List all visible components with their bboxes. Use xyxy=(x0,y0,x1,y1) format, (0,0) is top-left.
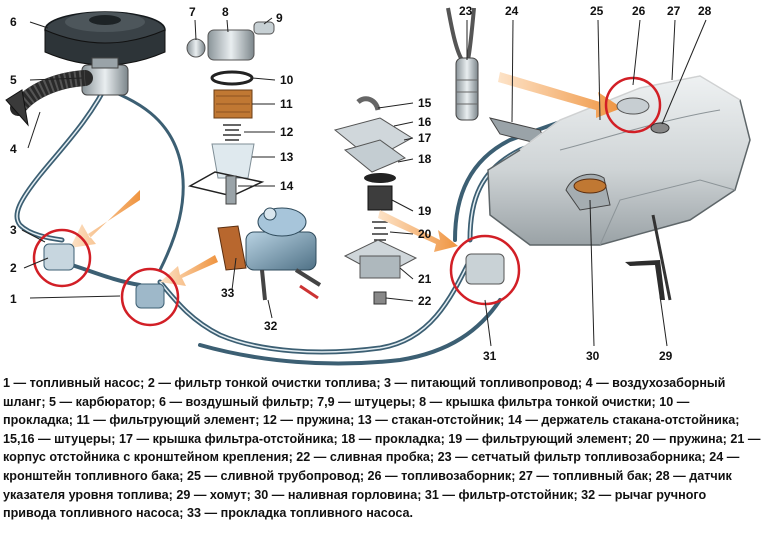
callout-1: 1 xyxy=(10,292,17,306)
callout-22: 22 xyxy=(418,294,432,308)
fine-fuel-filter-exploded xyxy=(186,21,275,205)
air-intake-hose xyxy=(5,70,93,127)
callout-5: 5 xyxy=(10,73,17,87)
callout-9: 9 xyxy=(276,11,283,25)
callout-29: 29 xyxy=(659,349,673,363)
callout-4: 4 xyxy=(10,142,17,156)
callout-27: 27 xyxy=(667,4,681,18)
filler-neck xyxy=(565,173,611,211)
parts-legend-caption: 1 — топливный насос; 2 — фильтр тонкой о… xyxy=(3,376,761,521)
settling-filter-exploded xyxy=(333,96,418,305)
detail-circle-fine-filter xyxy=(32,228,92,288)
callout-23: 23 xyxy=(459,4,473,18)
callout-25: 25 xyxy=(590,4,604,18)
callout-33: 33 xyxy=(221,286,235,300)
highlight-arrows xyxy=(70,72,622,286)
callout-30: 30 xyxy=(586,349,600,363)
fuel-tank xyxy=(487,74,751,301)
callout-numbers: 1 2 3 4 5 6 7 8 9 10 11 12 13 14 15 16 1… xyxy=(10,4,712,363)
callout-6: 6 xyxy=(10,15,17,29)
callout-14: 14 xyxy=(280,179,294,193)
callout-18: 18 xyxy=(418,152,432,166)
callout-7: 7 xyxy=(189,5,196,19)
detail-circle-settling-filter xyxy=(449,234,521,306)
callout-8: 8 xyxy=(222,5,229,19)
callout-20: 20 xyxy=(418,227,432,241)
callout-15: 15 xyxy=(418,96,432,110)
callout-2: 2 xyxy=(10,261,17,275)
callout-31: 31 xyxy=(483,349,497,363)
callout-12: 12 xyxy=(280,125,294,139)
callout-3: 3 xyxy=(10,223,17,237)
detail-circles xyxy=(32,76,662,327)
tank-intake-mesh-filter xyxy=(446,7,479,121)
callout-24: 24 xyxy=(505,4,519,18)
callout-13: 13 xyxy=(280,150,294,164)
callout-28: 28 xyxy=(698,4,712,18)
callout-16: 16 xyxy=(418,115,432,129)
detail-circle-fuel-pump xyxy=(120,267,180,327)
callout-17: 17 xyxy=(418,131,432,145)
callout-32: 32 xyxy=(264,319,278,333)
callout-19: 19 xyxy=(418,204,432,218)
fuel-pump-detail xyxy=(217,207,322,301)
air-filter-assembly xyxy=(44,11,166,66)
leader-lines xyxy=(21,17,707,347)
callout-21: 21 xyxy=(418,272,432,286)
callout-26: 26 xyxy=(632,4,646,18)
callout-10: 10 xyxy=(280,73,294,87)
detail-circle-fuel-intake xyxy=(604,76,662,134)
circled-parts xyxy=(43,97,670,309)
fuel-system-diagram: 1 2 3 4 5 6 7 8 9 10 11 12 13 14 15 16 1… xyxy=(5,4,751,366)
callout-11: 11 xyxy=(280,97,293,111)
